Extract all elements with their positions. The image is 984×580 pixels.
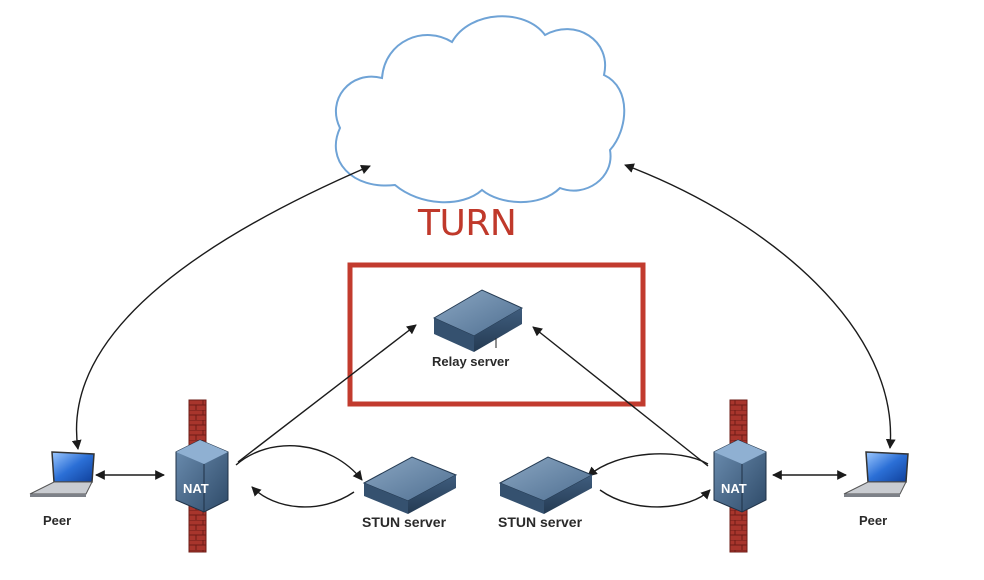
stun-server-left-icon	[362, 456, 458, 514]
peer-right-laptop-icon	[843, 451, 909, 497]
arrow-nat-right-stun-right	[587, 453, 709, 477]
peer-right-label: Peer	[859, 513, 888, 528]
nat-right-icon	[713, 439, 767, 513]
arrow-nat-right-relay	[532, 326, 709, 467]
stun-server-right-icon	[498, 456, 594, 514]
peer-left-label: Peer	[43, 513, 72, 528]
arrow-peer-right-cloud	[624, 163, 896, 449]
arrow-stun-right-nat-right	[599, 489, 711, 508]
connection-arrows	[71, 163, 896, 508]
stun-server-right-label: STUN server	[498, 514, 583, 530]
arrow-stun-left-nat-left	[251, 486, 355, 508]
nat-left-icon	[175, 439, 229, 513]
turn-title: TURN	[418, 203, 517, 244]
stun-server-left-label: STUN server	[362, 514, 447, 530]
arrow-nat-left-relay	[237, 324, 417, 463]
relay-server-label: Relay server	[432, 354, 510, 369]
nat-right-label: NAT	[721, 481, 747, 496]
relay-server-icon	[432, 289, 524, 352]
peer-left-laptop-icon	[29, 451, 95, 497]
arrow-peer-left-cloud	[71, 164, 371, 450]
arrow-nat-left-stun-left	[235, 445, 363, 481]
nat-left-label: NAT	[183, 481, 209, 496]
cloud-icon	[334, 15, 626, 204]
